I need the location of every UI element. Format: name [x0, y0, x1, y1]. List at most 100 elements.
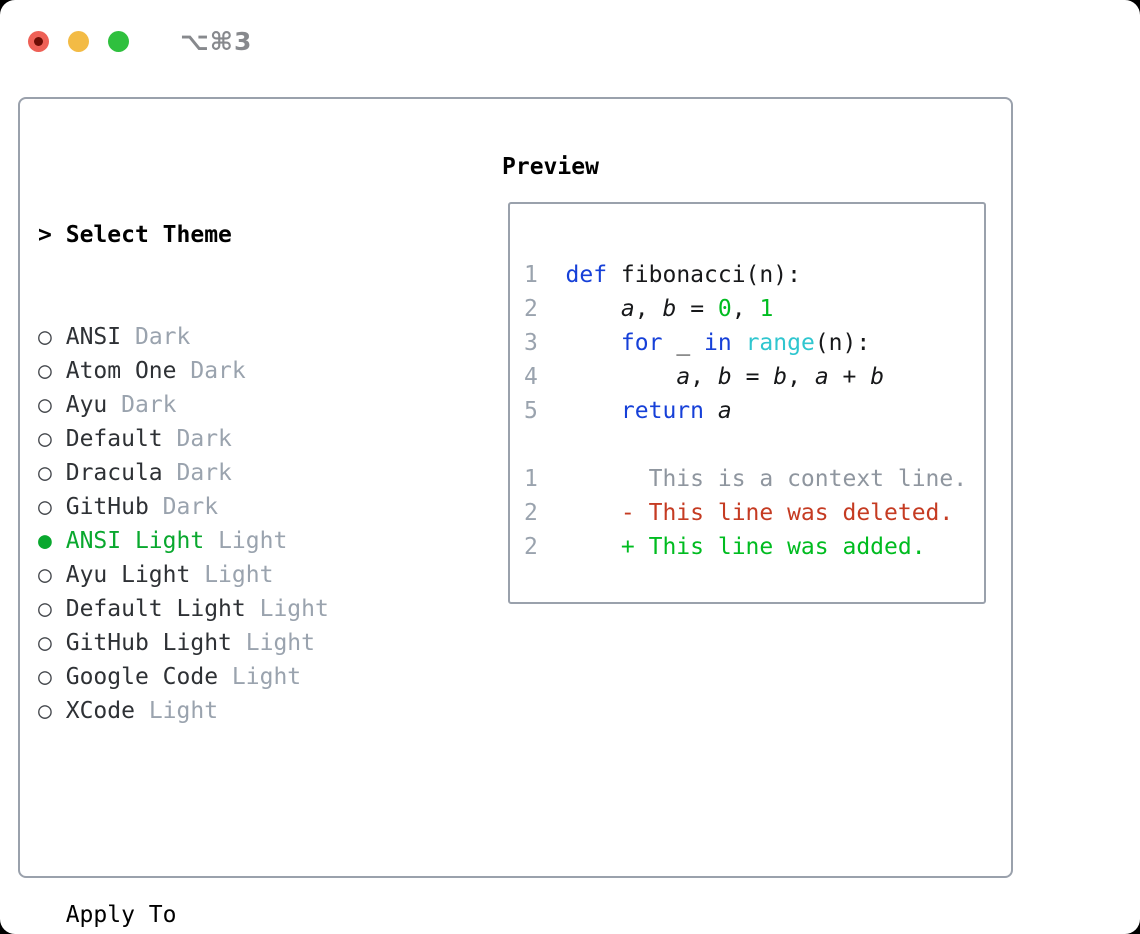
- theme-option-ayu[interactable]: ○ Ayu Dark: [38, 388, 426, 422]
- radio-unselected-icon: ○: [38, 460, 52, 486]
- theme-variant-tag: Light: [148, 698, 219, 724]
- theme-option-ansi-light[interactable]: ● ANSI Light Light: [38, 524, 426, 558]
- theme-name: Atom One: [65, 358, 177, 384]
- code-segment: [566, 398, 621, 424]
- code-segment: ,: [731, 296, 760, 322]
- code-segment: a: [620, 296, 635, 322]
- theme-variant-tag: Dark: [134, 324, 191, 350]
- spacer: [38, 796, 426, 830]
- radio-unselected-icon: ○: [38, 324, 52, 350]
- theme-option-xcode[interactable]: ○ XCode Light: [38, 694, 426, 728]
- preview-line-9: 2 + This line was added.: [524, 530, 967, 564]
- theme-variant-tag: Dark: [176, 460, 232, 486]
- radio-unselected-icon: ○: [38, 494, 52, 520]
- code-segment: b: [870, 364, 885, 390]
- theme-name: Default Light: [65, 596, 246, 622]
- radio-unselected-icon: ○: [38, 392, 52, 418]
- radio-unselected-icon: ○: [38, 358, 52, 384]
- preview-line-2: 2 a, b = 0, 1: [524, 292, 967, 326]
- code-segment: + This line was added.: [620, 534, 926, 560]
- theme-variant-tag: Dark: [176, 426, 232, 452]
- code-segment: =: [676, 296, 718, 322]
- minimize-button[interactable]: [68, 31, 89, 52]
- code-segment: b: [662, 296, 677, 322]
- code-segment: ,: [787, 364, 815, 390]
- theme-option-google-code[interactable]: ○ Google Code Light: [38, 660, 426, 694]
- theme-name: ANSI: [65, 324, 122, 350]
- code-segment: =: [731, 364, 774, 390]
- radio-unselected-icon: ○: [38, 596, 52, 622]
- code-segment: a: [676, 364, 691, 390]
- theme-name: Dracula: [65, 460, 163, 486]
- theme-variant-tag: Light: [259, 596, 329, 622]
- code-segment: [566, 296, 621, 322]
- theme-variant-tag: Light: [245, 630, 315, 656]
- window-title: ⌥⌘3: [180, 27, 253, 56]
- preview-line-5: 5 return a: [524, 394, 967, 428]
- theme-name: GitHub Light: [65, 630, 232, 656]
- code-segment: a: [717, 398, 732, 424]
- theme-name: Default: [65, 426, 163, 452]
- preview-line-6: [524, 428, 967, 462]
- theme-variant-tag: Light: [231, 664, 302, 690]
- code-segment: fibonacci(n):: [607, 262, 801, 288]
- theme-option-default[interactable]: ○ Default Dark: [38, 422, 426, 456]
- theme-option-ansi[interactable]: ○ ANSI Dark: [38, 320, 426, 354]
- theme-variant-tag: Light: [204, 562, 274, 588]
- code-segment: [566, 534, 621, 560]
- code-segment: - This line was deleted.: [620, 500, 954, 526]
- code-segment: ,: [690, 364, 718, 390]
- radio-unselected-icon: ○: [38, 664, 52, 690]
- code-segment: (n):: [814, 330, 871, 356]
- theme-variant-tag: Dark: [162, 494, 219, 520]
- code-segment: range: [745, 330, 815, 356]
- theme-option-github-light[interactable]: ○ GitHub Light Light: [38, 626, 426, 660]
- select-theme-header: > Select Theme: [38, 218, 426, 252]
- code-segment: b: [773, 364, 788, 390]
- line-number: 3: [524, 330, 538, 356]
- theme-option-atom-one[interactable]: ○ Atom One Dark: [38, 354, 426, 388]
- theme-variant-tag: Dark: [121, 392, 177, 418]
- line-number: 5: [524, 398, 538, 424]
- preview-line-8: 2 - This line was deleted.: [524, 496, 967, 530]
- line-number: 2: [524, 500, 538, 526]
- code-segment: [566, 330, 621, 356]
- theme-option-ayu-light[interactable]: ○ Ayu Light Light: [38, 558, 426, 592]
- code-segment: a: [814, 364, 829, 390]
- code-segment: ,: [634, 296, 663, 322]
- line-number: 4: [524, 364, 538, 390]
- preview-header: Preview: [502, 154, 599, 180]
- close-button[interactable]: [28, 31, 49, 52]
- theme-variant-tag: Light: [218, 528, 288, 554]
- code-segment: 1: [759, 296, 774, 322]
- preview-box: [508, 202, 986, 604]
- preview-line-3: 3 for _ in range(n):: [524, 326, 967, 360]
- theme-name: XCode: [65, 698, 135, 724]
- code-segment: This is a context line.: [565, 466, 968, 492]
- theme-variant-tag: Dark: [190, 358, 246, 384]
- theme-column: > Select Theme ○ ANSI Dark○ Atom One Dar…: [38, 150, 426, 934]
- theme-option-dracula[interactable]: ○ Dracula Dark: [38, 456, 426, 490]
- line-number: 2: [524, 296, 538, 322]
- line-number: 2: [524, 534, 538, 560]
- theme-option-github[interactable]: ○ GitHub Dark: [38, 490, 426, 524]
- code-segment: 0: [717, 296, 732, 322]
- code-segment: +: [828, 364, 871, 390]
- code-segment: for: [620, 330, 663, 356]
- radio-unselected-icon: ○: [38, 562, 52, 588]
- code-segment: [704, 398, 718, 424]
- theme-list: ○ ANSI Dark○ Atom One Dark○ Ayu Dark○ De…: [38, 320, 426, 728]
- code-segment: _: [662, 330, 705, 356]
- titlebar: ⌥⌘3: [28, 27, 252, 56]
- preview-line-4: 4 a, b = b, a + b: [524, 360, 967, 394]
- theme-option-default-light[interactable]: ○ Default Light Light: [38, 592, 426, 626]
- apply-to-header: Apply To: [65, 902, 177, 928]
- theme-name: GitHub: [65, 494, 149, 520]
- cursor-prefix-icon: >: [38, 222, 52, 248]
- line-number: 1: [524, 466, 538, 492]
- code-segment: [566, 364, 677, 390]
- code-segment: in: [704, 330, 732, 356]
- maximize-button[interactable]: [108, 31, 129, 52]
